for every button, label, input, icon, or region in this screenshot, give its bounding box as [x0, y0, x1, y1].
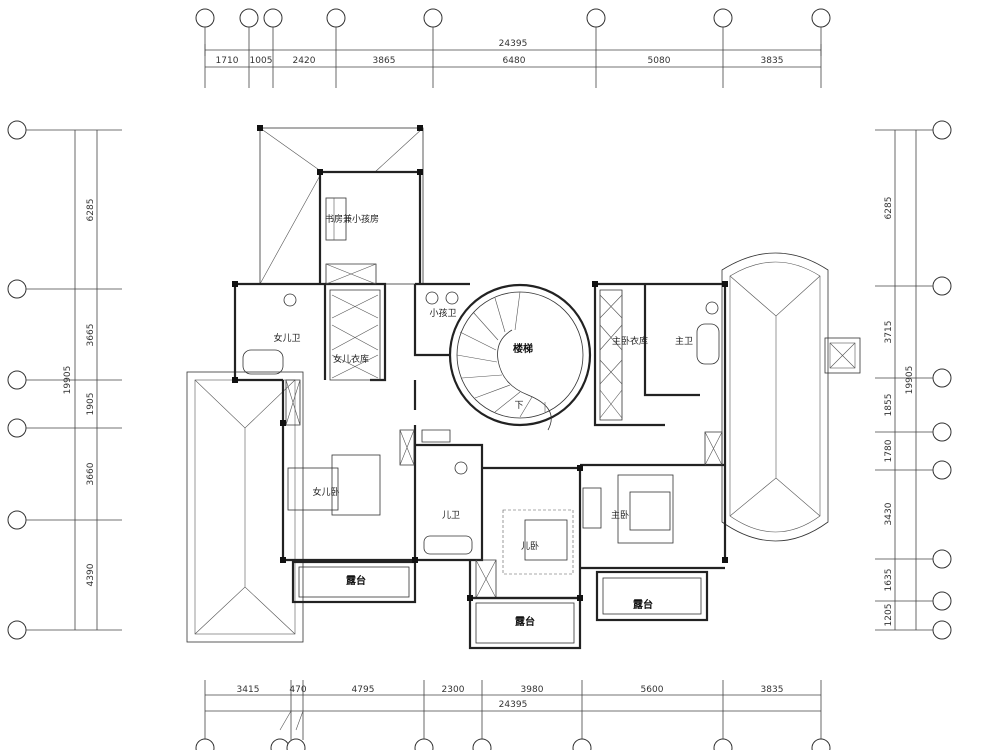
bottom-dim-segment: 5600: [641, 685, 664, 695]
left-dim-segment: 1905: [86, 393, 96, 416]
top-dim-segment: 2420: [293, 56, 316, 66]
axis-bubble: [7, 620, 27, 640]
axis-bubble: [263, 8, 283, 28]
axis-bubble: [811, 738, 831, 750]
axis-bubble: [932, 276, 952, 296]
stair-enclosure: [448, 283, 592, 427]
bottom-dim-segment: 3835: [761, 685, 784, 695]
left-total-dim: 19905: [63, 366, 73, 395]
axis-bubble: [713, 738, 733, 750]
room-label-study: 书房兼小孩房: [325, 213, 379, 225]
axis-bubble: [472, 738, 492, 750]
left-dim-segment: 3660: [86, 462, 96, 485]
exterior-walls: [233, 170, 727, 600]
left-dim-segment: 6285: [86, 199, 96, 222]
axis-bubble: [7, 418, 27, 438]
axis-bubble: [286, 738, 306, 750]
axis-bubble: [7, 120, 27, 140]
right-dimension-group: 6285 3715 1855 1780 3430 1635 1205 19905: [875, 120, 952, 640]
roof-top-left: [259, 127, 424, 285]
bottom-total-dim: 24395: [499, 700, 528, 710]
right-dim-segment: 3715: [884, 321, 894, 344]
axis-bubble: [270, 738, 290, 750]
top-dim-segment: 3865: [373, 56, 396, 66]
bottom-dimension-group: 3415 470 4795 2300 3980 5600 3835 24395: [195, 680, 831, 750]
left-dim-segment: 3665: [86, 324, 96, 347]
roof-right: [721, 252, 829, 542]
bottom-dim-segment: 3415: [237, 685, 260, 695]
right-dim-segment: 6285: [884, 197, 894, 220]
room-label-stairs: 楼梯: [513, 342, 533, 355]
room-label-master-bedroom: 主卧: [611, 509, 629, 521]
room-label-terrace-right: 露台: [633, 598, 653, 611]
right-dim-segment: 1855: [884, 394, 894, 417]
left-dimension-group: 19905 6285 3665 1905 3660 4390: [7, 120, 122, 640]
axis-bubble: [932, 422, 952, 442]
spiral-stair: [456, 291, 552, 431]
top-dim-segment: 5080: [648, 56, 671, 66]
room-label-son-bath: 儿卫: [442, 510, 460, 521]
axis-bubble: [932, 591, 952, 611]
room-label-daughter-bedroom: 女儿卧: [312, 486, 339, 498]
terraces: [291, 560, 709, 650]
axis-bubble: [932, 549, 952, 569]
top-total-dim: 24395: [499, 39, 528, 49]
axis-bubble: [239, 8, 259, 28]
room-label-terrace-mid: 露台: [515, 615, 535, 628]
interior-partitions: [285, 263, 723, 599]
axis-bubble: [572, 738, 592, 750]
top-dim-segment: 3835: [761, 56, 784, 66]
axis-bubble: [932, 120, 952, 140]
stair-direction-label: 下: [514, 401, 523, 411]
room-label-daughter-closet: 女儿衣库: [333, 353, 369, 365]
right-dim-segment: 1205: [884, 604, 894, 627]
room-label-terrace-left: 露台: [346, 574, 366, 587]
top-dim-segment: 1005: [250, 56, 273, 66]
room-label-kids-bath: 小孩卫: [429, 307, 456, 319]
axis-bubble: [326, 8, 346, 28]
right-dim-segment: 3430: [884, 502, 894, 525]
axis-bubble: [932, 620, 952, 640]
room-label-son-bedroom: 儿卧: [521, 540, 539, 552]
axis-bubble: [7, 279, 27, 299]
axis-bubble: [423, 8, 443, 28]
axis-bubble: [195, 738, 215, 750]
top-dim-segment: 6480: [503, 56, 526, 66]
top-dimension-group: 24395 1710 1005 2420 3865 6480 5080 3835: [195, 8, 831, 88]
axis-bubble: [195, 8, 215, 28]
room-label-master-bath: 主卫: [675, 335, 693, 347]
left-dim-segment: 4390: [86, 563, 96, 586]
bottom-dim-segment: 2300: [442, 685, 465, 695]
structural-columns: [232, 125, 728, 601]
top-dim-segment: 1710: [216, 56, 239, 66]
room-label-daughter-bath: 女儿卫: [273, 332, 300, 344]
axis-bubble: [586, 8, 606, 28]
axis-bubble: [7, 510, 27, 530]
axis-bubble: [932, 460, 952, 480]
bottom-dim-segment: 4795: [352, 685, 375, 695]
room-label-master-closet: 主卧衣库: [612, 335, 648, 347]
axis-bubble: [932, 368, 952, 388]
bottom-dim-segment: 470: [289, 685, 306, 695]
right-total-dim: 19905: [905, 366, 915, 395]
chimney: [824, 337, 861, 374]
axis-bubble: [811, 8, 831, 28]
furniture: [242, 197, 720, 575]
axis-bubble: [713, 8, 733, 28]
right-dim-segment: 1780: [884, 439, 894, 462]
right-dim-segment: 1635: [884, 569, 894, 592]
bottom-dim-segment: 3980: [521, 685, 544, 695]
axis-bubble: [7, 370, 27, 390]
axis-bubble: [414, 738, 434, 750]
